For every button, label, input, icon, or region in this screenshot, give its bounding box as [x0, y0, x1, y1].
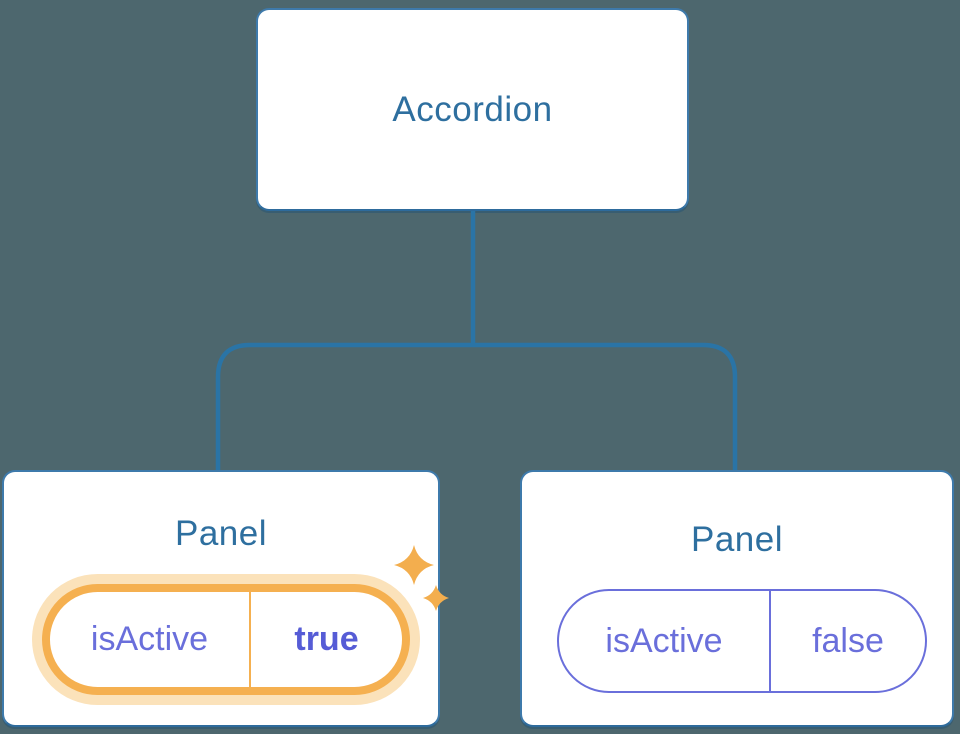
state-pill-active: isActive true [42, 584, 410, 695]
accordion-node-label: Accordion [392, 89, 553, 129]
state-key: isActive [559, 591, 771, 691]
state-pill-active-glow: isActive true [32, 574, 420, 705]
panel-node-label: Panel [690, 520, 784, 559]
connector-branch [215, 342, 738, 470]
panel-node-active: Panel isActive true [2, 470, 449, 727]
panel-node-label: Panel [174, 514, 268, 553]
accordion-node: Accordion [256, 8, 689, 211]
panel-node-inactive: Panel isActive false [520, 470, 954, 727]
state-value: true [294, 620, 359, 658]
state-key: isActive [50, 592, 251, 687]
sparkles-icon [394, 545, 449, 611]
state-pill-inactive: isActive false [557, 589, 927, 693]
state-value: false [812, 621, 884, 660]
